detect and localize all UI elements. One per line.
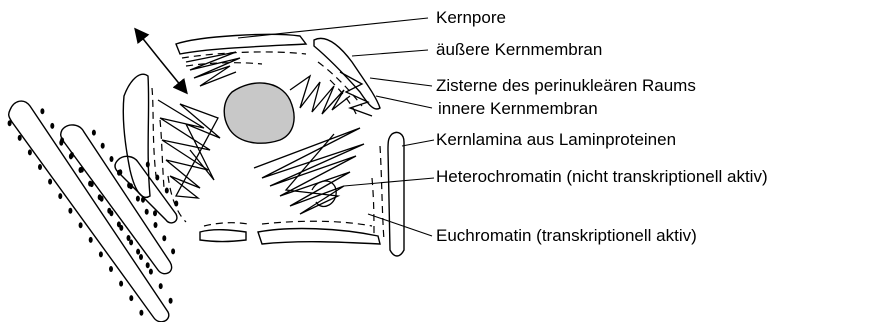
envelope-bottom-left <box>200 230 246 242</box>
ribosome-dot <box>58 193 62 199</box>
ribosome-dot <box>68 208 72 214</box>
ribosome-dot <box>136 249 140 255</box>
leader-kernpore <box>238 18 428 38</box>
ribosome-dot <box>162 235 166 241</box>
ribosome-dot <box>165 188 169 194</box>
envelope-right-lamina <box>388 132 404 256</box>
nucleolus <box>224 83 294 143</box>
ribosome-dot <box>59 140 63 146</box>
ribosome-dot <box>159 283 163 289</box>
ribosome-dot <box>169 298 173 304</box>
ribosome-dot <box>129 295 133 301</box>
label-zisterne: Zisterne des perinukleären Raums <box>436 76 696 96</box>
ribosome-dot <box>110 156 114 162</box>
ribosome-dot <box>89 237 93 243</box>
ribosome-dot <box>98 194 102 200</box>
ribosome-dot <box>153 210 157 216</box>
envelope-left <box>123 74 150 197</box>
ribosome-dot <box>8 120 12 126</box>
label-kernlamina: Kernlamina aus Laminproteinen <box>436 130 676 150</box>
ribosome-dot <box>136 196 140 202</box>
leader-aeussere <box>352 50 428 56</box>
leader-zisterne <box>370 78 432 86</box>
ribosome-dot <box>117 170 121 176</box>
ribosome-dot <box>79 167 83 173</box>
ribosome-dot <box>109 266 113 272</box>
ribosome-dot <box>40 108 44 114</box>
ribosome-dot <box>146 262 150 268</box>
ribosome-dot <box>50 123 54 129</box>
leader-euchromatin <box>368 214 432 236</box>
label-euchromatin: Euchromatin (transkriptionell aktiv) <box>436 226 697 246</box>
leader-innere <box>376 96 432 108</box>
ribosome-dot <box>119 281 123 287</box>
ribosome-dot <box>88 181 92 187</box>
scribble-right-top <box>340 72 372 116</box>
leader-kernlamina <box>402 140 434 146</box>
label-heterochromatin: Heterochromatin (nicht transkriptionell … <box>436 167 768 187</box>
envelope-bottom-right <box>258 229 380 244</box>
ribosome-dot <box>101 143 105 149</box>
scribble-top <box>186 52 240 86</box>
label-kernpore: Kernpore <box>436 8 506 28</box>
ribosome-dot <box>28 149 32 155</box>
ribosome-dot <box>99 251 103 257</box>
ribosome-dot <box>117 221 121 227</box>
er-strip-inner <box>61 125 172 274</box>
ribosome-dot <box>171 248 175 254</box>
transport-arrow <box>136 30 160 60</box>
ribosome-dot <box>149 269 153 275</box>
ribosome-dot <box>92 130 96 136</box>
ribosome-dot <box>145 209 149 215</box>
ribosome-dot <box>127 235 131 241</box>
ribosomes <box>8 108 179 315</box>
ribosome-dot <box>139 310 143 316</box>
ribosome-dot <box>48 179 52 185</box>
ribosome-dot <box>107 208 111 214</box>
ribosome-dot <box>38 164 42 170</box>
label-innere-kernmembran: innere Kernmembran <box>438 99 598 119</box>
ribosome-dot <box>79 222 83 228</box>
ribosome-dot <box>129 183 133 189</box>
ribosome-dot <box>69 153 73 159</box>
ribosome-dot <box>139 254 143 260</box>
ribosome-dot <box>154 222 158 228</box>
label-aeussere-kernmembran: äußere Kernmembran <box>436 40 602 60</box>
ribosome-dot <box>18 135 22 141</box>
scribble-left <box>158 100 220 198</box>
